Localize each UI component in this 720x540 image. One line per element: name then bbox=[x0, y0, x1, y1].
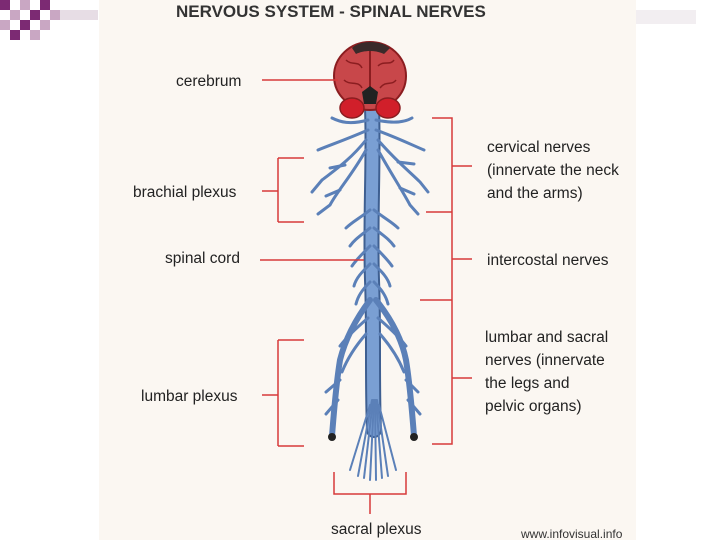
nerve-end bbox=[328, 433, 336, 441]
nerve-branch bbox=[328, 163, 347, 170]
nerve-end bbox=[410, 433, 418, 441]
nerve-branch bbox=[324, 188, 342, 198]
nerve-branch bbox=[374, 116, 414, 124]
nerve-branch bbox=[404, 378, 420, 394]
label-brachial-plexus: brachial plexus bbox=[133, 184, 237, 201]
nerve-branch bbox=[376, 148, 420, 216]
sacral-plexus-bracket bbox=[333, 472, 407, 514]
leader-lines bbox=[260, 79, 472, 514]
nerve-branch bbox=[376, 316, 408, 348]
nerve-branch bbox=[374, 399, 377, 481]
nerve-branch-leg bbox=[373, 297, 417, 439]
decor-square bbox=[50, 10, 60, 20]
nerve-branch bbox=[372, 262, 392, 288]
label-intercostal-nerves: intercostal nerves bbox=[487, 252, 609, 269]
nerve-branch bbox=[344, 208, 372, 230]
nerve-branch-leg bbox=[329, 297, 373, 439]
diagram-title: NERVOUS SYSTEM - SPINAL NERVES bbox=[176, 2, 486, 21]
nerve-branch bbox=[349, 404, 371, 471]
decor-square bbox=[30, 10, 40, 20]
nerve-branch bbox=[340, 332, 368, 374]
nerve-branch bbox=[376, 138, 430, 194]
nerve-branch bbox=[316, 148, 368, 216]
decor-square bbox=[10, 30, 20, 40]
decor-square bbox=[40, 20, 50, 30]
nerve-branch bbox=[350, 244, 372, 268]
lumbar-plexus-bracket bbox=[262, 339, 304, 447]
source-credit: www.infovisual.info bbox=[520, 527, 623, 540]
nerve-branch bbox=[378, 332, 406, 374]
label-lumbar-sacral-line1: lumbar and sacral bbox=[485, 329, 608, 346]
decor-square bbox=[20, 0, 30, 10]
label-lumbar-sacral-line2: nerves (innervate bbox=[485, 352, 605, 369]
label-cervical-nerves-line3: and the arms) bbox=[487, 185, 583, 202]
decor-square bbox=[30, 30, 40, 40]
label-lumbar-sacral-line3: the legs and bbox=[485, 375, 569, 392]
brain-illustration bbox=[333, 41, 407, 119]
label-cervical-nerves-line2: (innervate the neck bbox=[487, 162, 619, 179]
decor-square bbox=[20, 20, 30, 30]
decor-square bbox=[40, 0, 50, 10]
decor-band bbox=[636, 10, 696, 24]
nerve-branch bbox=[324, 378, 342, 394]
nerve-branch bbox=[330, 116, 370, 125]
nerve-branch bbox=[338, 316, 370, 348]
nerve-branch bbox=[369, 399, 375, 481]
nerve-branch bbox=[372, 280, 390, 306]
nerve-branch bbox=[375, 399, 383, 479]
label-sacral-plexus: sacral plexus bbox=[331, 521, 422, 538]
decor-square bbox=[0, 0, 10, 10]
nerve-branch bbox=[372, 208, 400, 230]
nerve-branch bbox=[396, 160, 416, 166]
nerve-branch bbox=[398, 186, 416, 196]
decor-square bbox=[0, 20, 10, 30]
label-cervical-nerves-line1: cervical nerves bbox=[487, 139, 591, 156]
nerve-branch bbox=[348, 226, 372, 248]
nerve-branch bbox=[378, 404, 397, 471]
brachial-plexus-bracket bbox=[262, 157, 304, 223]
nerve-branch bbox=[316, 128, 370, 152]
nerve-branch bbox=[352, 262, 372, 288]
nerve-tree bbox=[310, 100, 430, 481]
nerve-branch bbox=[363, 399, 374, 479]
label-cerebrum: cerebrum bbox=[176, 73, 241, 90]
right-bracket bbox=[432, 117, 453, 445]
label-lumbar-sacral-line4: pelvic organs) bbox=[485, 398, 582, 415]
label-lumbar-plexus: lumbar plexus bbox=[141, 388, 238, 405]
spinal-cord-fill bbox=[365, 102, 380, 436]
nerve-branch bbox=[357, 399, 373, 477]
nerve-branch bbox=[406, 398, 422, 416]
nerve-branch bbox=[374, 128, 426, 152]
nerve-branch bbox=[372, 244, 394, 268]
nerve-branch bbox=[324, 398, 340, 416]
nerve-branch bbox=[376, 399, 389, 477]
nerve-branch bbox=[354, 280, 372, 306]
label-spinal-cord: spinal cord bbox=[165, 250, 240, 267]
nerve-branch bbox=[372, 226, 396, 248]
decor-square bbox=[10, 10, 20, 20]
decor-square bbox=[60, 10, 98, 20]
